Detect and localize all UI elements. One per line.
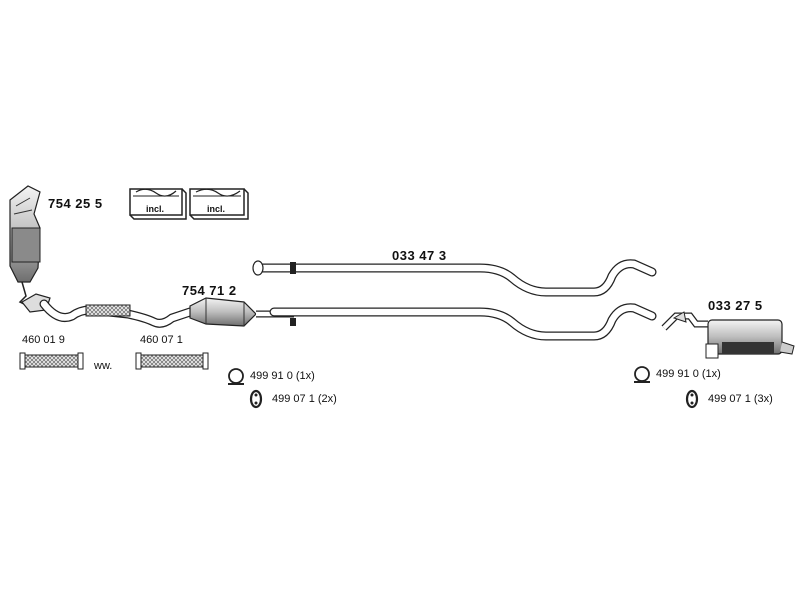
middle-pipe-upper [252,259,657,297]
ww-label: ww. [94,360,113,372]
middle-pipe-lower [269,303,657,341]
right-hanger-label: 499 07 1 (3x) [708,393,773,405]
part-number-rear-muffler: 033 27 5 [708,298,763,313]
part-number-flex-pipe-b: 460 07 1 [140,334,183,346]
manifold-catalytic-converter [9,185,41,307]
gasket-kit-box-1 [129,188,187,220]
rubber-hanger-icon [249,389,263,409]
part-number-front-pipe-cat: 754 71 2 [182,283,237,298]
part-number-manifold-cat: 754 25 5 [48,196,103,211]
rubber-hanger-icon [685,389,699,409]
clamp-icon [634,366,650,383]
part-number-middle-pipe: 033 47 3 [392,248,447,263]
right-clamp-label: 499 91 0 (1x) [656,368,721,380]
front-pipe-with-catalyst [21,293,294,328]
rear-muffler [661,311,795,359]
incl-label-1: incl. [146,204,165,214]
flex-pipe-460-07-1 [135,352,209,370]
left-clamp-label: 499 91 0 (1x) [250,370,315,382]
gasket-kit-box-2 [189,188,249,220]
left-hanger-label: 499 07 1 (2x) [272,393,337,405]
flex-pipe-460-01-9 [19,352,84,370]
incl-label-2: incl. [207,204,226,214]
part-number-flex-pipe-a: 460 01 9 [22,334,65,346]
clamp-icon [228,368,244,385]
